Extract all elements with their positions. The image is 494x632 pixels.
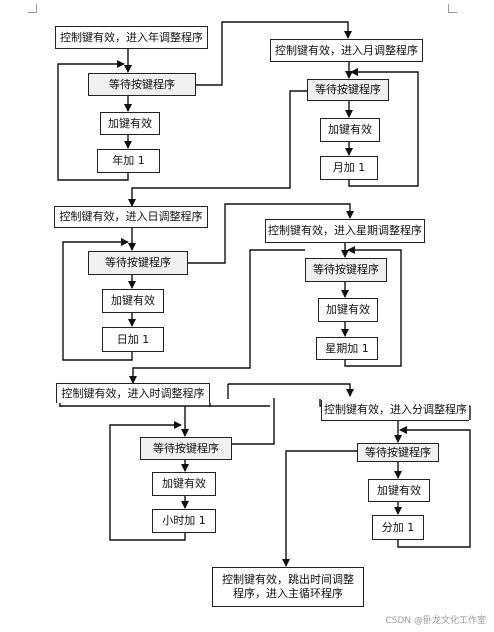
minute-inc-box: 分加 1 [372,515,424,540]
year-inc-box: 年加 1 [97,149,160,173]
arrow-hour-loop [109,421,186,541]
arrow-minute-to-exit [282,450,357,567]
line-hour-to-minute-a [232,398,275,445]
week-valid-box: 加键有效 [318,298,378,322]
exit-line-2: 程序，进入主循环程序 [233,587,343,600]
year-wait-box: 等待按键程序 [88,73,196,96]
month-inc-box: 月加 1 [320,156,378,180]
day-inc-box: 日加 1 [102,327,164,352]
week-entry-box: 控制键有效，进入星期调整程序 [265,219,425,243]
week-inc-box: 星期加 1 [316,337,378,360]
week-wait-box: 等待按键程序 [305,258,387,282]
hour-inc-box: 小时加 1 [152,509,216,533]
day-entry-box: 控制键有效，进入日调整程序 [54,206,208,228]
year-valid-box: 加键有效 [100,112,160,135]
minute-entry-box: 控制键有效，进入分调整程序 [321,400,469,421]
day-wait-box: 等待按键程序 [88,251,188,275]
hour-entry-box: 控制键有效，进入时调整程序 [56,383,210,403]
exit-box: 控制键有效，跳出时间调整 程序，进入主循环程序 [212,567,364,607]
day-valid-box: 加键有效 [102,289,164,313]
month-valid-box: 加键有效 [320,118,380,142]
arrow-month-to-day [128,90,307,207]
arrow-hour-to-minute [228,383,354,397]
month-entry-box: 控制键有效，进入月调整程序 [270,39,423,62]
page-corner-mark-left [28,4,37,13]
arrow-day-loop [62,238,133,361]
minute-wait-box: 等待按键程序 [357,443,439,462]
arrow-year-to-month [196,21,352,86]
arrow-week-to-hour [129,249,305,384]
arrow-year-loop [57,60,129,181]
arrow-minute-loop [397,426,471,548]
year-entry-box: 控制键有效，进入年调整程序 [55,26,208,49]
minute-valid-box: 加键有效 [368,479,430,502]
month-wait-box: 等待按键程序 [307,79,389,101]
hour-valid-box: 加键有效 [152,472,216,496]
page-corner-mark-right [448,4,457,13]
hour-wait-box: 等待按键程序 [140,437,232,460]
watermark: CSDN @卧龙文化工作室 [385,616,486,626]
arrow-day-to-week [188,203,354,264]
exit-line-1: 控制键有效，跳出时间调整 [222,573,354,587]
arrow-week-loop [344,246,402,367]
arrow-month-loop [348,68,419,187]
